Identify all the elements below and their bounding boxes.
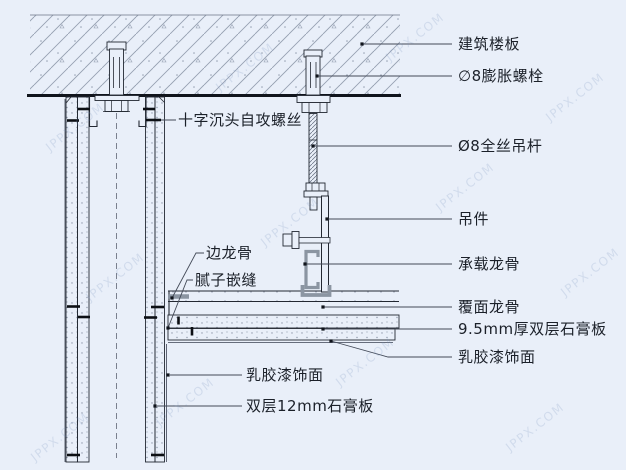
leader-edge-keel — [171, 252, 204, 299]
expansion-anchor-left — [94, 41, 140, 112]
top-track-flange-right — [138, 96, 147, 128]
ceiling-assembly — [167, 290, 400, 343]
partition-wall — [64, 96, 167, 463]
leader-dots — [153, 42, 364, 408]
furring-zone — [168, 291, 399, 302]
label-double-9-5mm-board: 9.5mm厚双层石膏板 — [458, 320, 607, 338]
slab-concrete-hatch — [30, 15, 400, 95]
label-furring-channel: 覆面龙骨 — [458, 298, 521, 316]
label-carrying-channel: 承载龙骨 — [458, 255, 521, 273]
wall-gypsum-board — [65, 96, 78, 463]
hex-nut — [104, 100, 129, 112]
floor-slab — [27, 14, 401, 97]
ceiling-joint-ticks — [177, 316, 194, 336]
hex-nut — [301, 102, 328, 113]
leader-putty-joint — [167, 279, 193, 329]
label-expansion-bolt: ∅8膨胀螺栓 — [458, 67, 544, 85]
hanger-clip-assembly — [282, 195, 332, 297]
leader-lines — [146, 42, 452, 408]
ceiling-gypsum-board — [167, 314, 400, 329]
rod-anchor-sleeve — [305, 55, 321, 96]
label-putty-joint: 腻子嵌缝 — [195, 271, 258, 289]
label-edge-keel: 边龙骨 — [206, 244, 253, 262]
label-wall-latex-paint: 乳胶漆饰面 — [246, 366, 324, 384]
threaded-rod — [308, 113, 318, 186]
wall-gypsum-board — [154, 96, 165, 463]
furring-channel-profile — [300, 285, 332, 297]
bolt-washer — [291, 231, 300, 249]
track-web-plate — [94, 95, 140, 101]
label-building-floor-slab: 建筑楼板 — [458, 35, 521, 53]
rod-stub — [309, 196, 318, 211]
bolt-head — [282, 233, 293, 247]
label-ceiling-latex-paint: 乳胶漆饰面 — [458, 348, 536, 366]
top-track-flange-left — [88, 96, 98, 128]
adjustment-nut — [305, 182, 326, 192]
label-threaded-hanger-rod: Ø8全丝吊杆 — [458, 137, 543, 155]
leader-ceiling-paint — [330, 340, 452, 358]
ceiling-gypsum-board — [167, 328, 396, 341]
board-joint-ticks — [67, 107, 164, 457]
label-self-tapping-screw: 十字沉头自攻螺丝 — [178, 111, 303, 129]
label-hanger: 吊件 — [458, 210, 490, 228]
anchor-sleeve — [109, 48, 124, 96]
label-double-12mm-board: 双层12mm石膏板 — [246, 397, 374, 415]
wall-gypsum-board — [77, 96, 90, 463]
carrying-channel-profile — [304, 249, 320, 290]
anchor-flange — [296, 95, 331, 103]
bolt-shaft — [298, 237, 331, 244]
hanger-rod-assembly — [296, 49, 331, 211]
hanger-strap — [321, 195, 329, 293]
